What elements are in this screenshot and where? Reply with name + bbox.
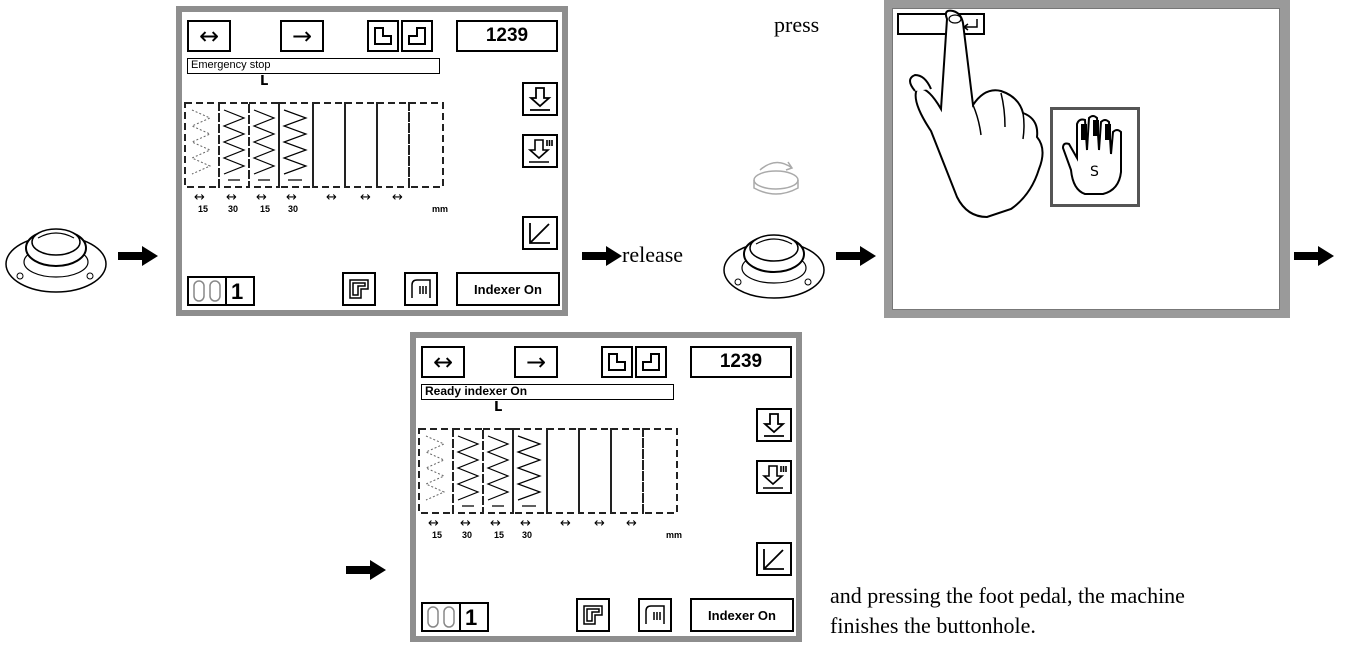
position-indicator: L <box>260 74 269 89</box>
right-arrow-button[interactable]: → <box>280 20 324 52</box>
finish-caption-line2: finishes the buttonhole. <box>830 613 1036 638</box>
step-left-shape-button[interactable] <box>601 346 633 378</box>
emergency-stop-knob-icon[interactable] <box>2 208 112 300</box>
lower-foot-clamp-button[interactable] <box>522 134 558 168</box>
lower-foot-button[interactable] <box>522 82 558 116</box>
release-caption: release <box>622 242 684 267</box>
status-message: Ready indexer On <box>421 384 674 400</box>
dim-arrow: ↔ <box>428 516 439 531</box>
dim-value: 15 <box>198 204 209 214</box>
stop-letter: S <box>1090 164 1099 180</box>
sequence-cells <box>418 428 678 514</box>
pointing-hand-icon <box>909 9 1044 219</box>
foot-down-icon <box>528 87 552 111</box>
stop-confirm-panel: S <box>884 0 1290 318</box>
sequence-cells <box>184 102 444 188</box>
unit-label: mm <box>666 530 683 540</box>
stitch-counter: 1239 <box>456 20 558 52</box>
diagonal-cut-icon <box>529 223 550 244</box>
touchscreen: ↔ → 1239 Ready indexer On L <box>416 338 796 636</box>
step-right-shape-button[interactable] <box>635 346 667 378</box>
machine-button[interactable] <box>342 272 376 306</box>
cycle-count-value: 1 <box>231 279 244 304</box>
foot-clamp-down-icon <box>761 465 787 489</box>
step-right-icon <box>408 27 426 45</box>
arrow-right-icon <box>582 246 622 266</box>
dim-arrow: ↔ <box>560 516 571 531</box>
dim-arrow: ↔ <box>360 190 371 205</box>
sewing-machine-icon <box>349 279 369 299</box>
right-arrow-button[interactable]: → <box>514 346 558 378</box>
dim-arrow: ↔ <box>626 516 637 531</box>
clamp-button[interactable] <box>404 272 438 306</box>
arrow-right-icon <box>346 560 386 580</box>
step-right-icon <box>642 353 660 371</box>
dim-arrow: ↔ <box>490 516 501 531</box>
clamp-icon <box>645 605 665 624</box>
stop-button[interactable]: S <box>1050 107 1140 207</box>
dim-arrow: ↔ <box>286 190 297 205</box>
touchscreen: ↔ → 1239 Emergency stop L <box>182 12 562 310</box>
cycle-counter: 1 <box>187 276 255 306</box>
buttonhole-sequence <box>418 428 678 514</box>
finish-caption-line1: and pressing the foot pedal, the machine <box>830 583 1185 608</box>
reset-rotate-icon <box>753 161 799 195</box>
dim-arrow: ↔ <box>594 516 605 531</box>
stitch-dimensions: ↔ ↔ ↔ ↔ ↔ ↔ ↔ 15 30 15 30 mm <box>418 516 688 544</box>
bobbin-icon <box>427 604 461 630</box>
emergency-stop-knob-icon[interactable] <box>720 214 830 306</box>
indexer-on-button[interactable]: Indexer On <box>456 272 560 306</box>
panel-screen: S <box>892 8 1280 310</box>
hand-stop-icon <box>1061 115 1122 195</box>
bidirectional-arrow-button[interactable]: ↔ <box>421 346 465 378</box>
dim-arrow: ↔ <box>326 190 337 205</box>
arrow-right-icon <box>118 246 158 266</box>
step-right-shape-button[interactable] <box>401 20 433 52</box>
dim-arrow: ↔ <box>226 190 237 205</box>
cycle-count-value: 1 <box>465 605 478 630</box>
dim-arrow: ↔ <box>460 516 471 531</box>
machine-button[interactable] <box>576 598 610 632</box>
unit-label: mm <box>432 204 449 214</box>
sewing-machine-icon <box>583 605 603 625</box>
diagonal-cut-icon <box>763 549 784 570</box>
step-left-shape-button[interactable] <box>367 20 399 52</box>
status-message: Emergency stop <box>187 58 440 74</box>
buttonhole-sequence <box>184 102 444 188</box>
dim-arrow: ↔ <box>256 190 267 205</box>
cut-mode-button[interactable] <box>756 542 792 576</box>
control-panel-emergency: ↔ → 1239 Emergency stop L <box>176 6 568 316</box>
dim-value: 30 <box>462 530 473 540</box>
lower-foot-button[interactable] <box>756 408 792 442</box>
clamp-button[interactable] <box>638 598 672 632</box>
dim-arrow: ↔ <box>194 190 205 205</box>
indexer-on-button[interactable]: Indexer On <box>690 598 794 632</box>
bidirectional-arrow-button[interactable]: ↔ <box>187 20 231 52</box>
dim-value: 30 <box>522 530 533 540</box>
clamp-icon <box>411 279 431 298</box>
dim-value: 30 <box>228 204 239 214</box>
control-panel-ready: ↔ → 1239 Ready indexer On L <box>410 332 802 642</box>
cycle-counter: 1 <box>421 602 489 632</box>
position-indicator: L <box>494 400 503 415</box>
stitch-counter: 1239 <box>690 346 792 378</box>
dim-arrow: ↔ <box>520 516 531 531</box>
dim-arrow: ↔ <box>392 190 403 205</box>
foot-down-icon <box>762 413 786 437</box>
step-left-icon <box>374 27 392 45</box>
arrow-right-icon <box>1294 246 1334 266</box>
step-left-icon <box>608 353 626 371</box>
bobbin-icon <box>193 278 227 304</box>
stitch-dimensions: ↔ ↔ ↔ ↔ ↔ ↔ ↔ 15 30 15 30 mm <box>184 190 454 218</box>
dim-value: 15 <box>432 530 443 540</box>
dim-value: 15 <box>260 204 271 214</box>
foot-clamp-down-icon <box>527 139 553 163</box>
lower-foot-clamp-button[interactable] <box>756 460 792 494</box>
press-caption: press <box>774 12 820 37</box>
arrow-right-icon <box>836 246 876 266</box>
cut-mode-button[interactable] <box>522 216 558 250</box>
dim-value: 15 <box>494 530 505 540</box>
dim-value: 30 <box>288 204 299 214</box>
